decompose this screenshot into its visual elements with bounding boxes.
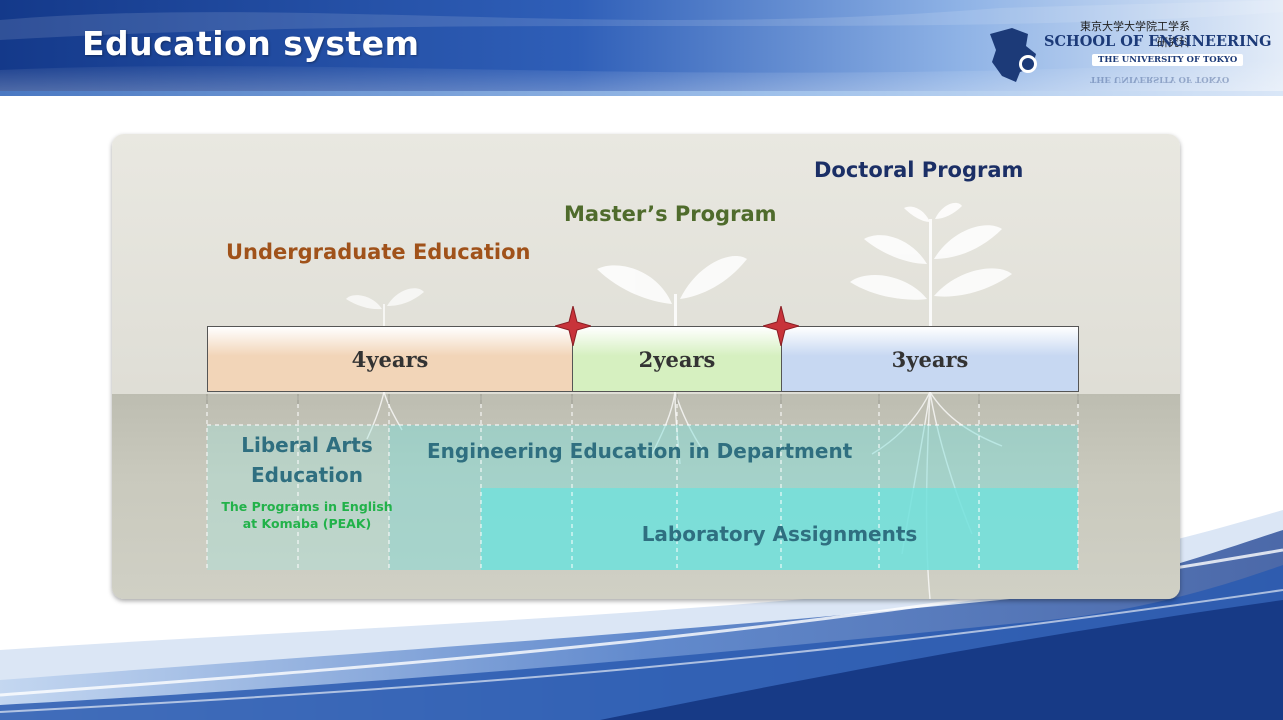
logo-reflection: THE UNIVERSITY OF TOKYO	[1090, 74, 1230, 84]
duration-bar-undergraduate: 4years	[207, 326, 573, 392]
peak-program-label: The Programs in English at Komaba (PEAK)	[221, 499, 393, 531]
stage-label-masters: Master’s Program	[564, 202, 777, 226]
stage-label-undergraduate: Undergraduate Education	[226, 240, 531, 264]
milestone-star-icon	[763, 306, 799, 346]
slide-title: Education system	[82, 24, 420, 63]
young-plant-icon	[597, 255, 747, 326]
liberal-arts-title: Liberal Arts Education	[241, 433, 373, 487]
year-divider-lines	[206, 394, 1079, 570]
logo-university-text: THE UNIVERSITY OF TOKYO	[1092, 54, 1244, 66]
sprout-icon	[346, 288, 424, 326]
laboratory-assignments-label: Laboratory Assignments	[641, 522, 918, 546]
stage-label-doctoral: Doctoral Program	[814, 158, 1024, 182]
header-banner	[0, 0, 1283, 92]
duration-label: 2years	[638, 346, 716, 372]
mature-plant-icon	[850, 202, 1012, 326]
plant-illustration	[346, 202, 1012, 599]
duration-bar-masters: 2years	[572, 326, 782, 392]
ginkgo-emblem-icon	[990, 28, 1037, 82]
header-rule	[0, 91, 1283, 96]
duration-bar-doctoral: 3years	[781, 326, 1079, 392]
duration-label: 3years	[891, 346, 969, 372]
engineering-education-label: Engineering Education in Department	[427, 439, 853, 463]
logo-school-text: SCHOOL OF ENGINEERING	[1044, 33, 1272, 50]
milestone-star-icon	[555, 306, 591, 346]
logo-japanese-text: 東京大学大学院工学系研究科	[1080, 20, 1190, 49]
liberal-arts-region	[207, 425, 389, 570]
university-logo: 東京大学大学院工学系研究科 SCHOOL OF ENGINEERING THE …	[982, 16, 1278, 92]
education-diagram-panel: Undergraduate Education Master’s Program…	[112, 134, 1180, 599]
duration-label: 4years	[351, 346, 429, 372]
